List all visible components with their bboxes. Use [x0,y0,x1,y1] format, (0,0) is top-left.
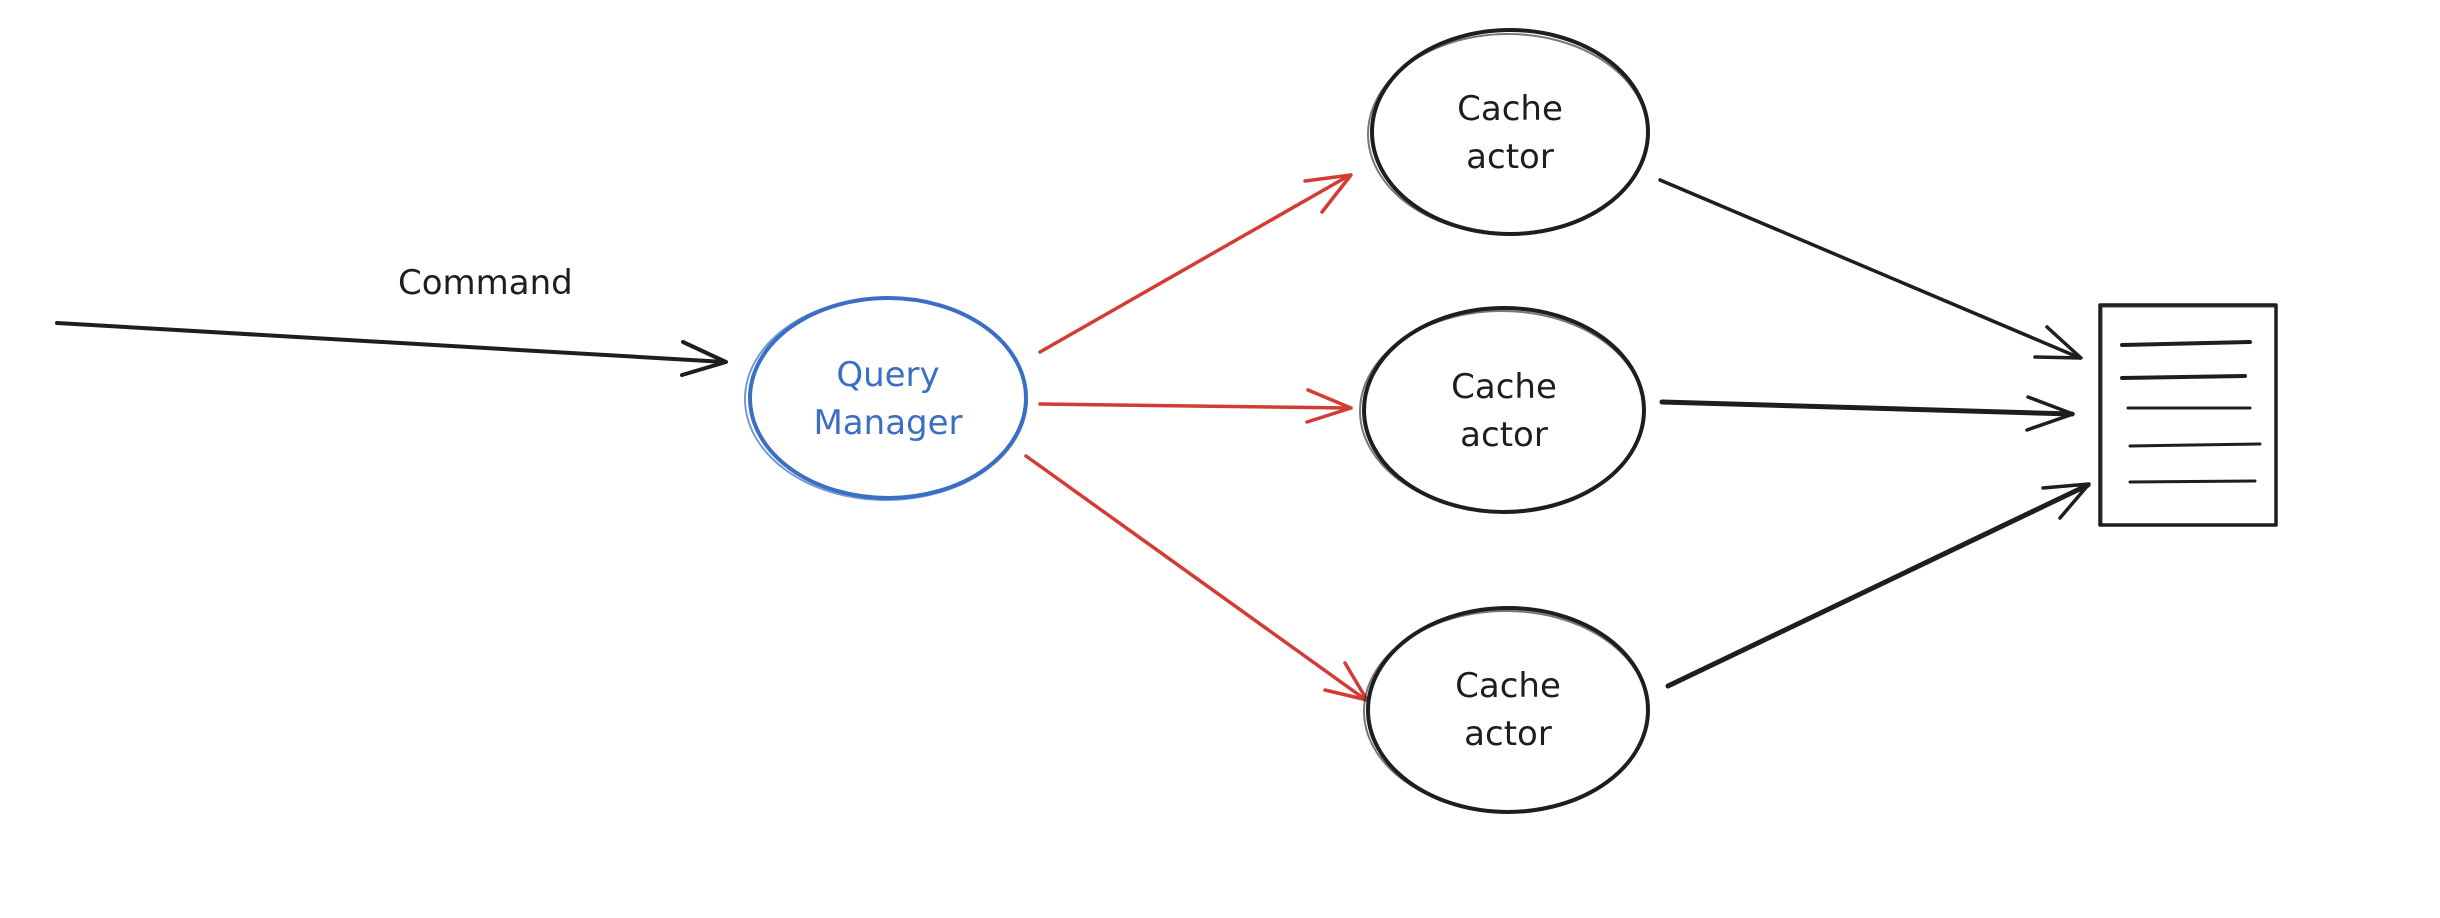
cache-actor-middle-line1: Cache [1451,367,1557,407]
fanout-arrow-bottom [1024,454,1369,702]
query-manager-label-line2: Manager [813,403,962,443]
command-label: Command [398,263,573,303]
document-list-icon [2098,303,2278,527]
cache-actor-bottom-line2: actor [1464,714,1552,754]
query-manager-label-line1: Query [836,355,939,395]
fanout-arrow-middle [1038,388,1353,424]
output-arrow-middle [1659,395,2075,432]
output-arrow-top [1658,178,2083,360]
cache-actor-node-top: Cache actor [1367,28,1650,236]
fanout-arrow-top [1038,173,1353,354]
cache-actor-node-middle: Cache actor [1359,306,1646,514]
output-arrow-bottom [1665,482,2091,689]
cache-actor-top-line2: actor [1466,137,1554,177]
cache-actor-top-line1: Cache [1457,89,1563,129]
query-manager-node: Query Manager [744,296,1028,501]
cache-actor-middle-line2: actor [1460,415,1548,455]
cache-actor-bottom-line1: Cache [1455,666,1561,706]
cache-actor-node-bottom: Cache actor [1363,606,1650,814]
command-arrow [55,321,728,377]
